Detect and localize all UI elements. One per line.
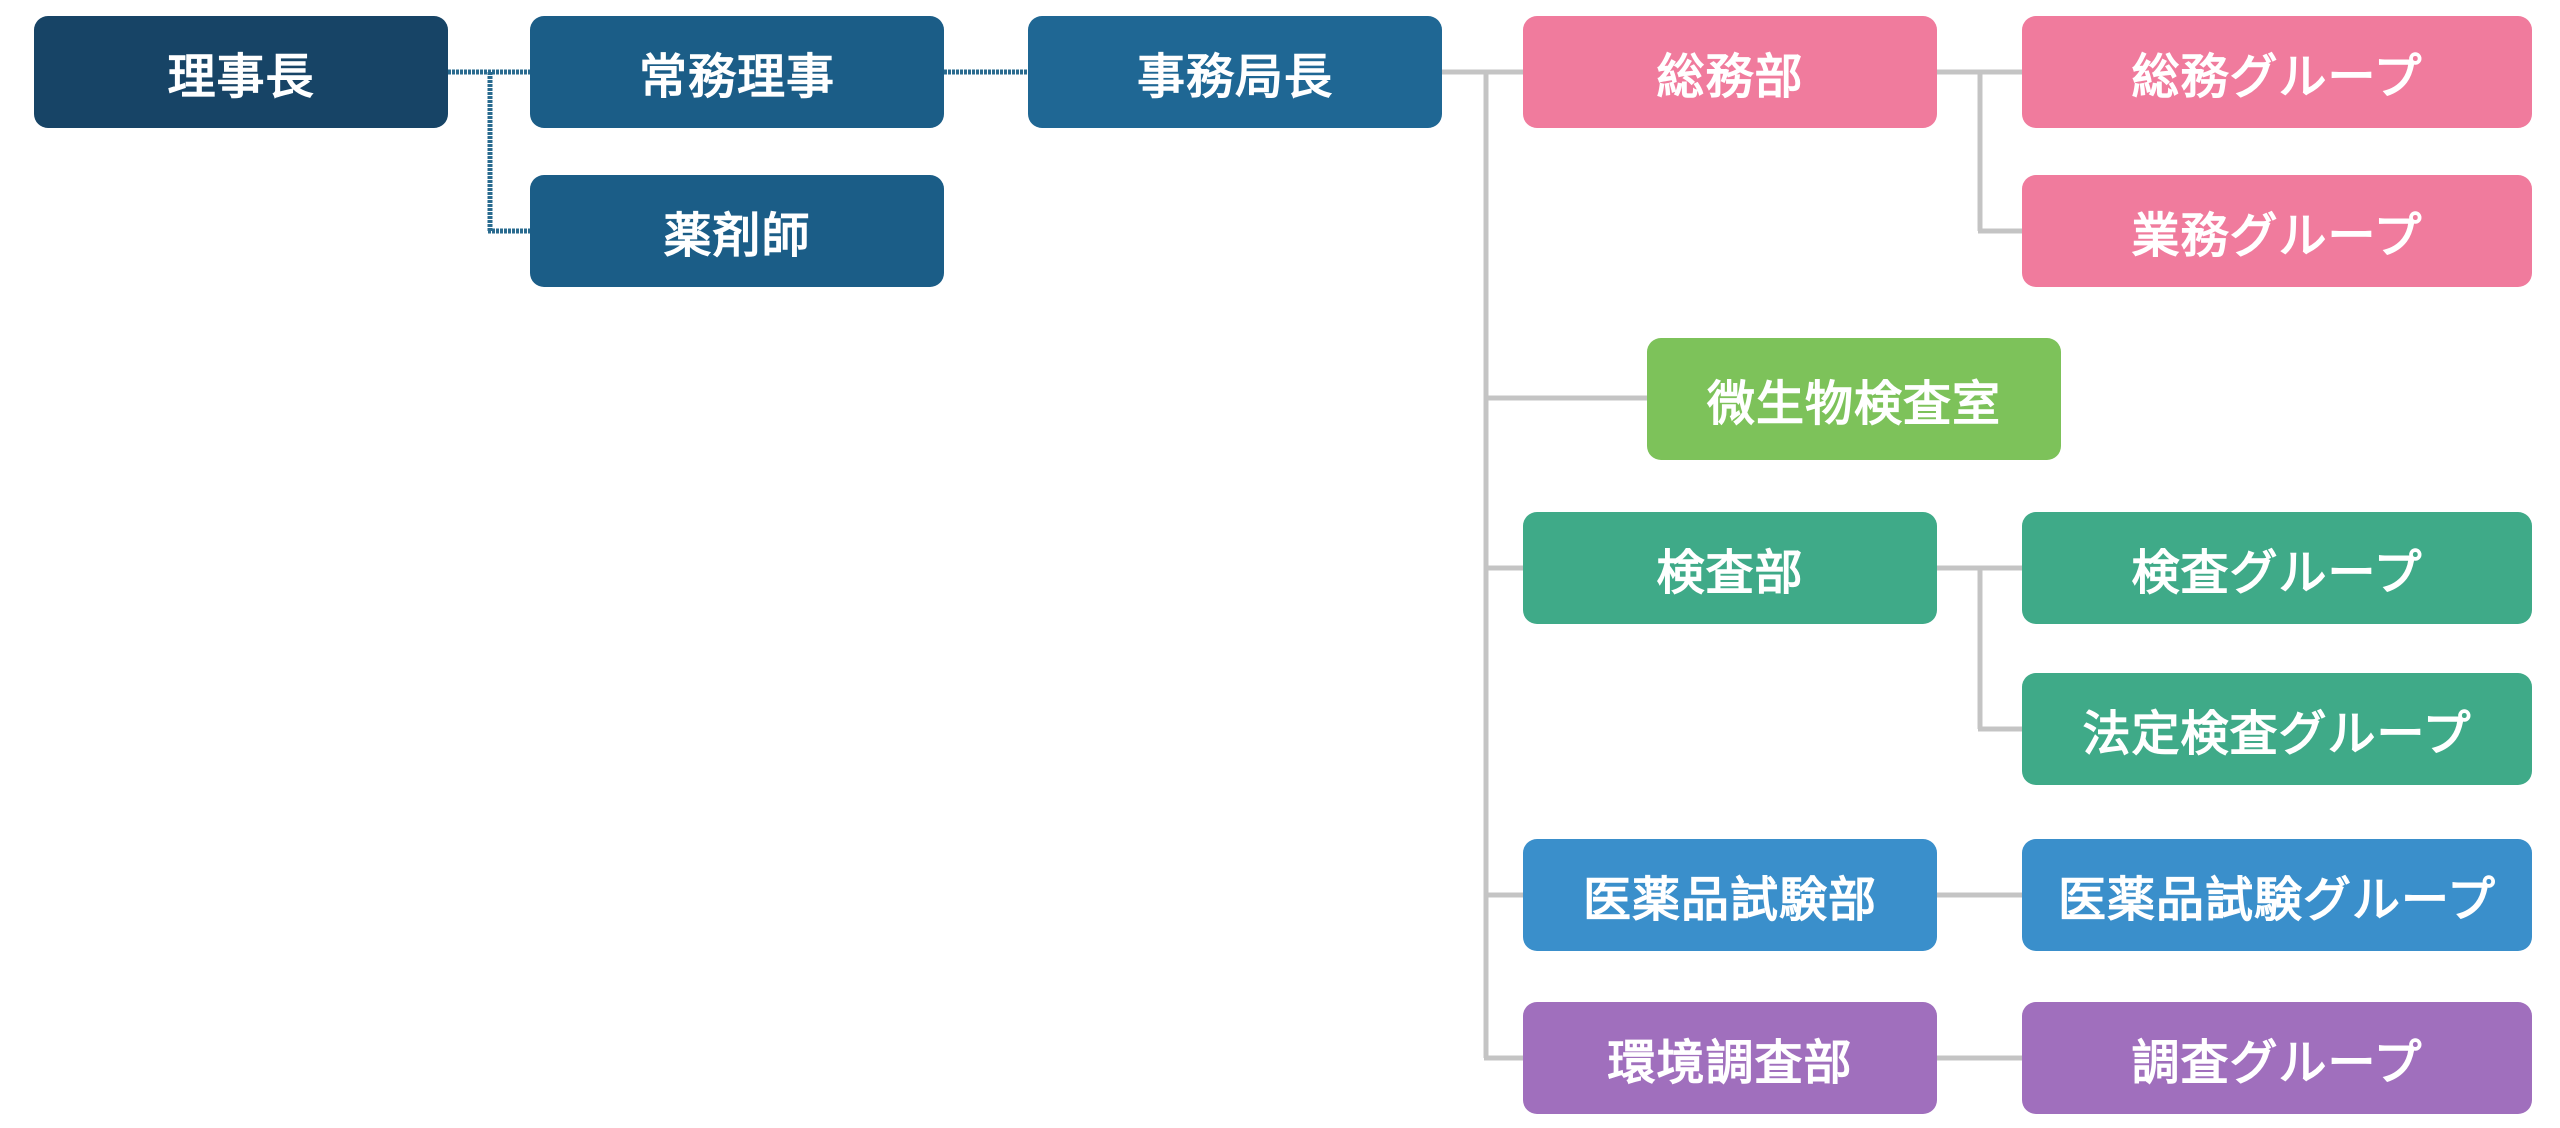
drug-testing-dept-box: 医薬品試験部	[1523, 839, 1937, 951]
microbiology-lab-box: 微生物検査室	[1647, 338, 2061, 460]
managing-director-box: 常務理事	[530, 16, 944, 128]
inspection-group-box: 検査グループ	[2022, 512, 2532, 624]
chairman-box: 理事長	[34, 16, 448, 128]
department-connectors	[1441, 69, 2022, 1061]
inspection-dept-box: 検査部	[1523, 512, 1937, 624]
legal-inspection-group-box: 法定検査グループ	[2022, 673, 2532, 785]
pharmacist-box: 薬剤師	[530, 175, 944, 287]
general-affairs-group-box: 総務グループ	[2022, 16, 2532, 128]
executive-connectors	[448, 69, 1028, 234]
general-affairs-dept-box: 総務部	[1523, 16, 1937, 128]
drug-testing-group-box: 医薬品試験グループ	[2022, 839, 2532, 951]
survey-group-box: 調査グループ	[2022, 1002, 2532, 1114]
environment-dept-box: 環境調査部	[1523, 1002, 1937, 1114]
business-group-box: 業務グループ	[2022, 175, 2532, 287]
secretary-general-box: 事務局長	[1028, 16, 1442, 128]
